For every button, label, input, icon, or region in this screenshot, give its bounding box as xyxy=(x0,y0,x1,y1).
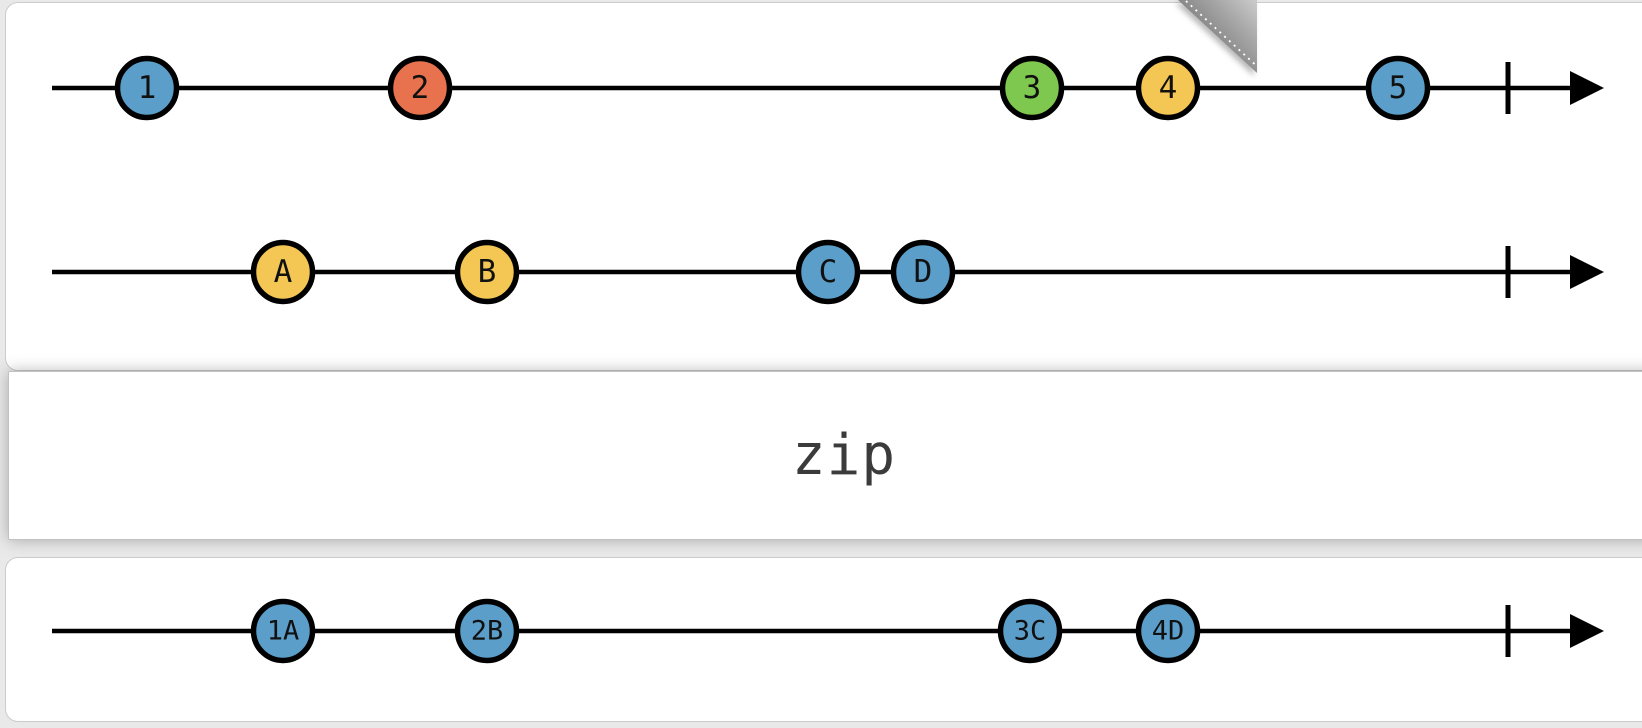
output-observable-card xyxy=(5,557,1642,722)
source-observables-card xyxy=(5,2,1642,371)
operator-label: zip xyxy=(791,423,897,488)
operator-band: zip xyxy=(8,371,1642,540)
